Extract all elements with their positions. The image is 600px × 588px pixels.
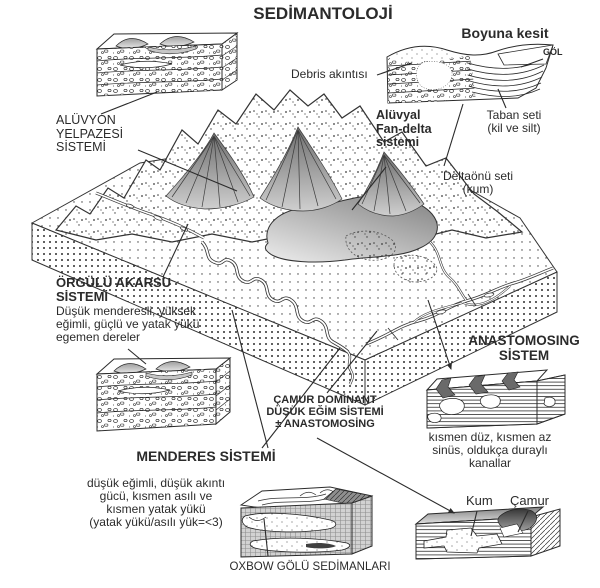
arrow-anastomosing — [427, 299, 452, 371]
delta-front-label: Deltaönü seti (kum) — [442, 169, 514, 196]
mud-label: Çamur — [510, 493, 550, 508]
leader-alluvial-block — [100, 91, 158, 115]
arrow-to-sand-mud-block — [316, 437, 455, 514]
mud-dominant-label: ÇAMUR DOMİNANT DÜŞÜK EĞİM SİSTEMİ ± ANAS… — [266, 394, 384, 430]
anastomosing-channels — [365, 241, 554, 346]
anastomosing-header: ANASTOMOSING SİSTEM — [468, 333, 580, 363]
leader-meander-b — [231, 309, 269, 449]
braided-header: ÖRGÜLÜ AKARSU SİSTEMİ — [56, 275, 172, 305]
leader-alluvial-fans — [137, 149, 238, 192]
leader-fan-delta — [351, 166, 387, 211]
leader-deltaonu — [443, 103, 464, 167]
leader-taban — [497, 88, 507, 109]
braided-deposit-block — [95, 356, 232, 432]
braided-desc: Düşük menderesli, yüksek eğimli, güçlü v… — [56, 304, 200, 344]
braided-river — [95, 191, 205, 240]
meander-desc: düşük eğimli, düşük akıntı gücü, kısmen … — [86, 476, 226, 529]
leader-braided — [162, 223, 189, 278]
leader-debris — [376, 62, 413, 76]
debris-flow-label: Debris akıntısı — [291, 67, 368, 81]
landscape-block — [30, 89, 558, 406]
leader-camur — [517, 510, 529, 533]
dotted-slope — [345, 230, 438, 283]
sand-mud-block — [414, 506, 561, 560]
anastomosing-deposit-block — [425, 369, 566, 429]
leader-braided-block — [127, 348, 147, 365]
leader-kum — [470, 510, 478, 537]
fan-delta-section-block — [386, 43, 554, 104]
meandering-river — [200, 240, 354, 385]
leader-lines — [100, 58, 544, 557]
sand-label: Kum — [466, 493, 493, 508]
oxbow-caption: OXBOW GÖLÜ SEDİMANLARI — [229, 561, 391, 573]
anastomosing-desc: kısmen düz, kısmen az sinüs, oldukça dur… — [428, 430, 552, 470]
leader-mud-dominant — [326, 330, 378, 394]
meander-header: MENDERES SİSTEMİ — [136, 448, 276, 464]
leader-gol — [520, 58, 544, 68]
page-title: SEDİMANTOLOJİ — [253, 4, 393, 23]
leader-oxbow — [263, 518, 269, 557]
alluvial-fan-system-label: ALÜVYON YELPAZESİ SİSTEMİ — [56, 113, 124, 154]
bottomset-label: Taban seti (kil ve silt) — [486, 108, 542, 135]
alluvial-fan-deposit-block — [95, 32, 239, 97]
alluvial-fans — [165, 126, 425, 217]
alluvial-fan-delta-label: Alüvyal Fan-delta sistemi — [376, 108, 432, 149]
longitudinal-section-label: Boyuna kesit — [461, 25, 549, 41]
lake-label: GÖL — [543, 47, 563, 57]
leader-meander-a — [261, 347, 341, 449]
oxbow-block — [239, 486, 374, 558]
